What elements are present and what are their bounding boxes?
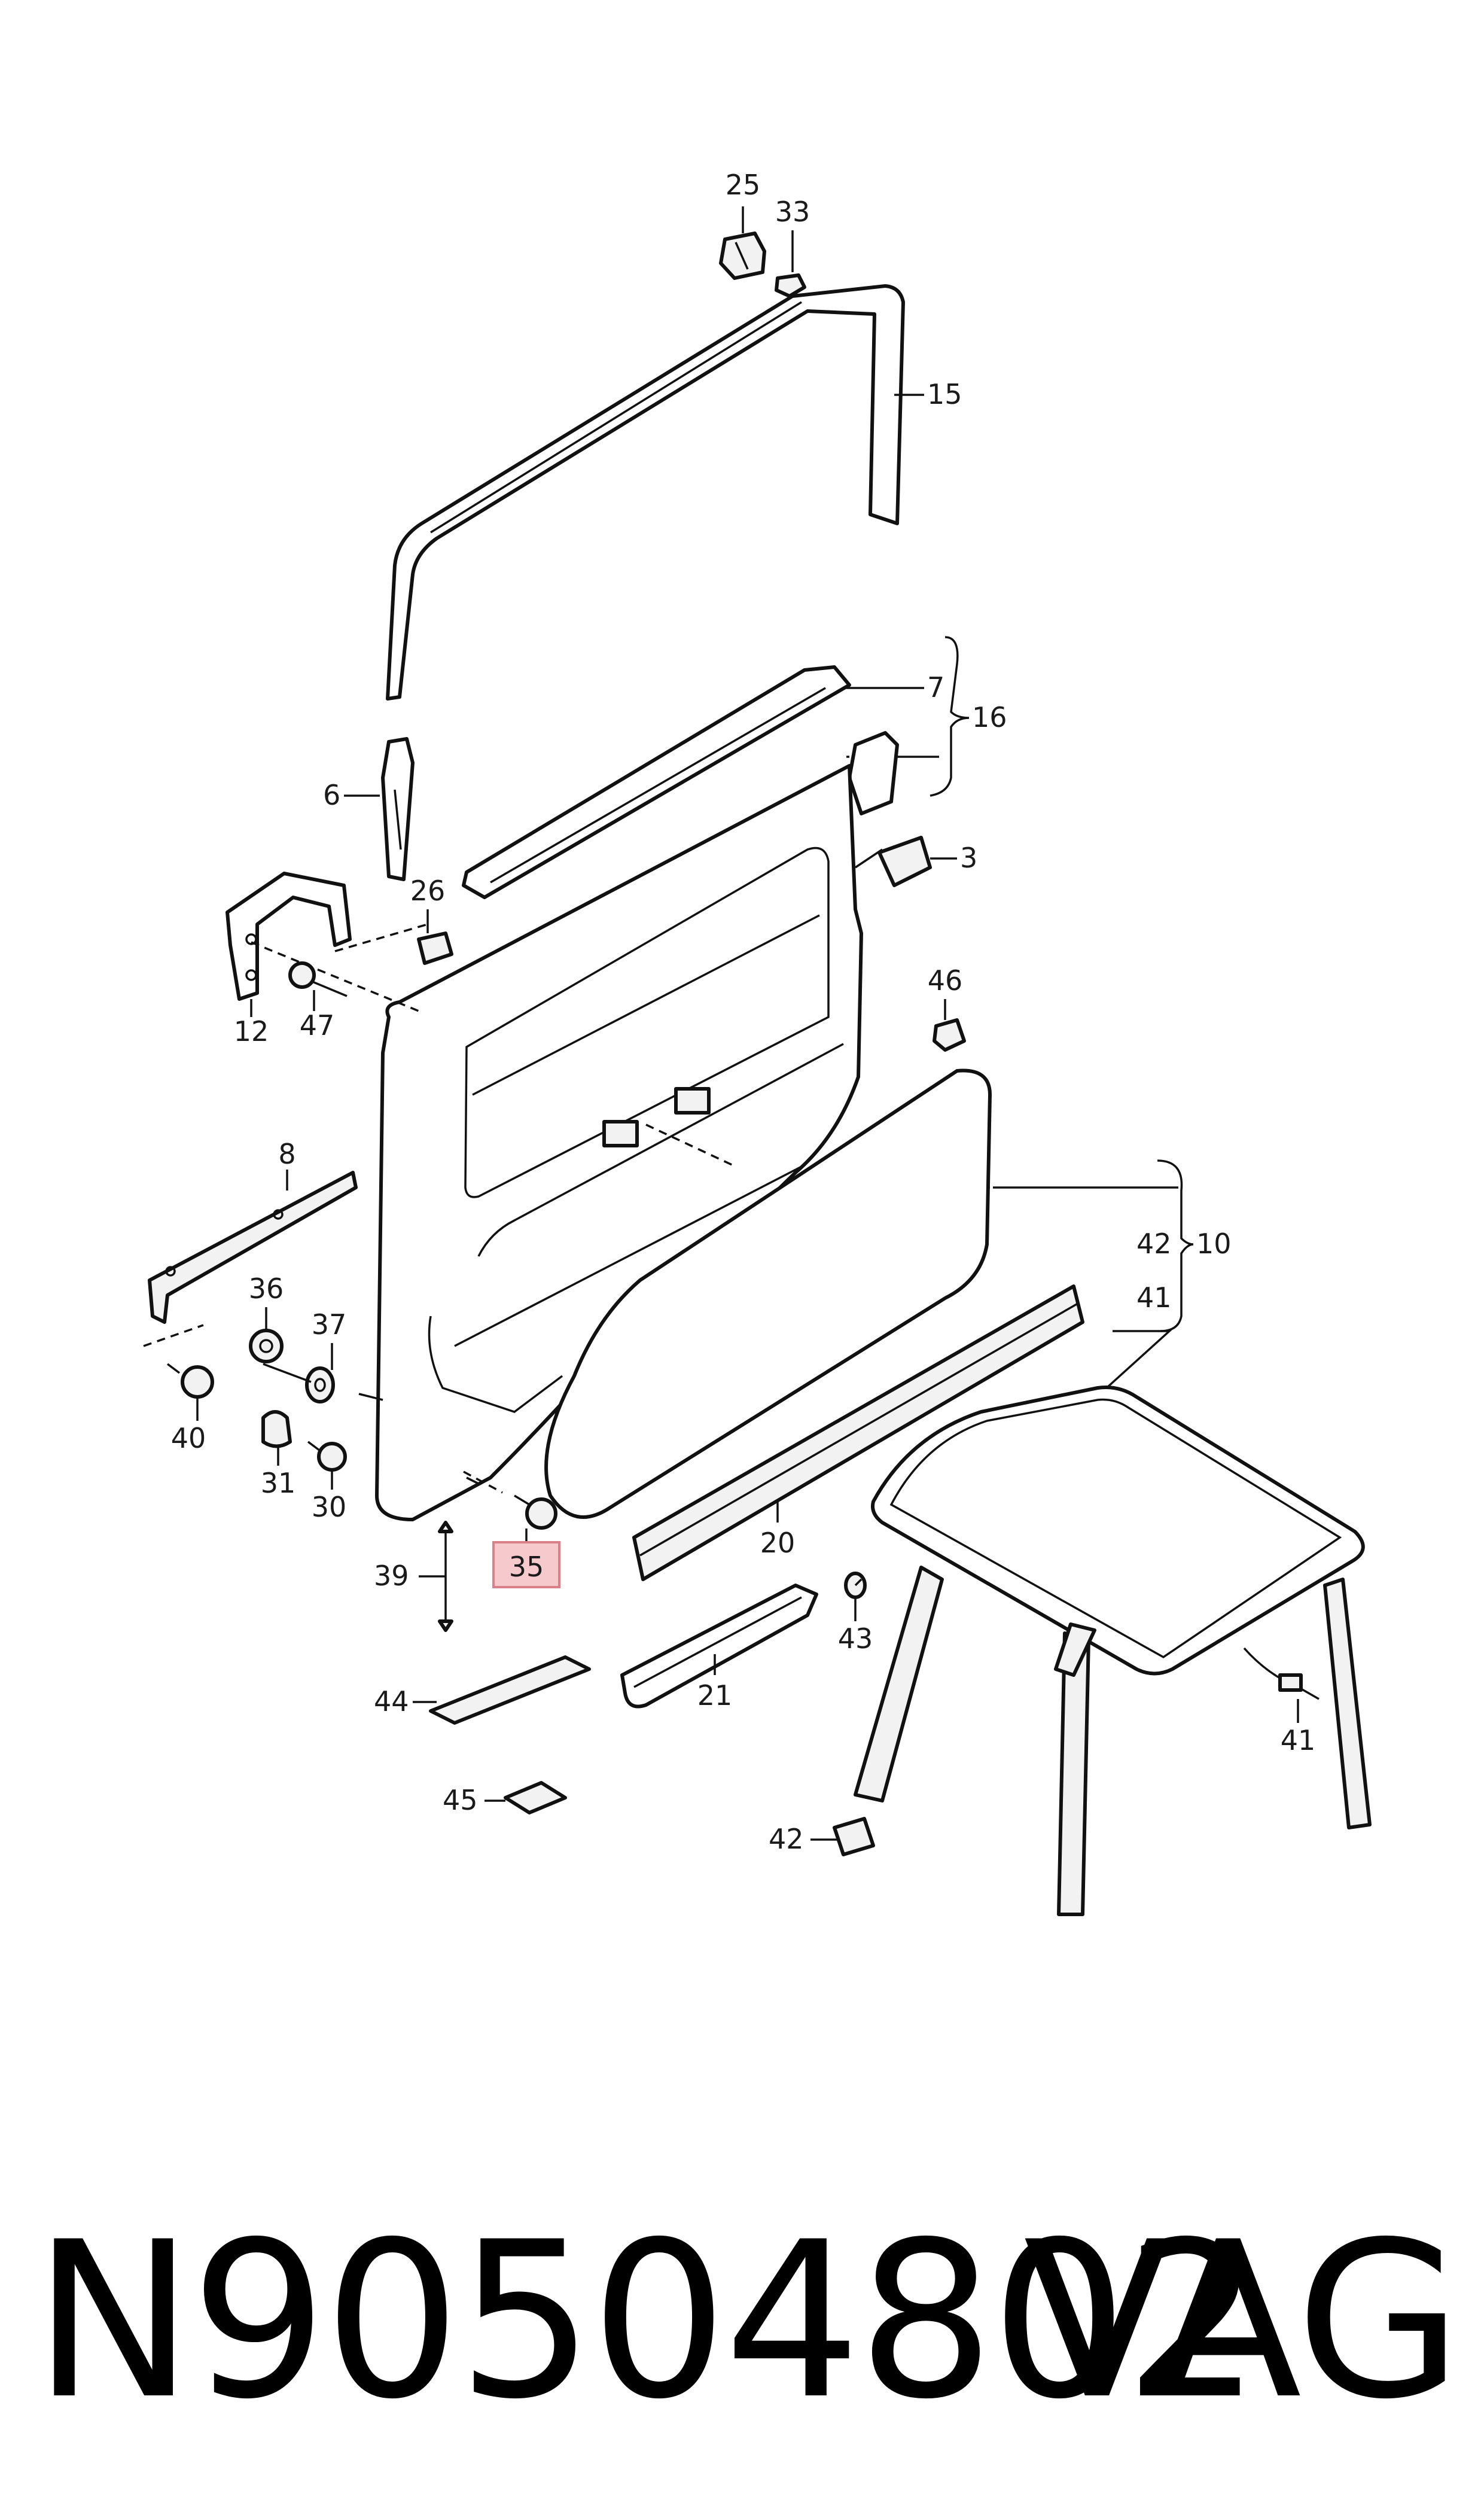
callout-7: 7 [927,671,944,704]
callout-16: 16 [972,701,1007,733]
callout-35: 35 [509,1551,544,1583]
callout-41-bottom: 41 [1281,1724,1316,1756]
callout-10: 10 [1196,1228,1232,1260]
door-trim-panel [375,764,863,1521]
callout-35-highlight [492,1541,560,1588]
callout-30: 30 [312,1491,347,1523]
part-16-cap [848,731,899,815]
callout-26: 26 [410,875,446,907]
part-21-sill-channel [620,1584,818,1709]
callout-labels: 25 33 15 7 16 6 3 26 46 12 47 8 42 10 41… [171,169,1316,1855]
callout-42-top: 42 [1136,1228,1172,1260]
part-40-bolt [166,1363,214,1399]
part-36-nut [249,1329,284,1363]
part-35-screw [466,1476,557,1530]
exploded-parts-diagram: 25 33 15 7 16 6 3 26 46 12 47 8 42 10 41… [143,169,1372,1916]
part-7-upper-strip [462,665,851,899]
callout-33: 33 [775,196,810,228]
part-30-screw [307,1441,347,1472]
part-31-grommet [261,1410,292,1448]
callout-21: 21 [697,1679,733,1712]
callout-36: 36 [249,1272,284,1305]
part-8-rail [148,1171,358,1324]
part-42-bracket [833,1817,875,1856]
callout-46: 46 [928,964,963,997]
part-39-tie [438,1521,453,1632]
part-12-bracket [226,872,352,1001]
callout-45: 45 [443,1784,478,1816]
callout-41-top: 41 [1136,1281,1172,1314]
callout-40: 40 [171,1422,206,1454]
callout-37: 37 [312,1308,347,1341]
part-41-table [854,1386,1372,1916]
callout-31: 31 [261,1467,296,1499]
callout-3: 3 [960,842,977,874]
part-3-cover [877,836,932,887]
leader-lines [143,206,1299,1841]
part-6-pillar-trim [381,737,415,881]
callout-44: 44 [374,1685,409,1718]
part-26-clip [417,931,453,965]
part-15-window-seal [386,284,905,701]
part-10-insert-panel [544,1068,992,1519]
callout-12: 12 [234,1015,269,1048]
part-caption: N90504802 VAG [0,2178,1484,2465]
part-33-clip [775,273,806,298]
part-44-pad [429,1655,591,1725]
callout-15: 15 [927,378,962,410]
part-37-washer [305,1366,335,1403]
part-25-clip [719,232,766,280]
callout-8: 8 [278,1138,295,1170]
part-number: N90504802 [33,2196,1261,2446]
brand-name: VAG [1023,2196,1462,2446]
callout-42-bottom: 42 [769,1823,804,1855]
callout-39: 39 [374,1560,409,1592]
part-46-grommet [933,1018,966,1052]
callout-47: 47 [300,1009,335,1042]
callout-25: 25 [726,169,761,201]
callout-43: 43 [838,1622,873,1655]
part-20-lower-strip [632,1284,1084,1581]
callout-20: 20 [760,1527,796,1559]
part-45-pad [504,1781,567,1814]
part-47-rivet [288,961,348,997]
callout-6: 6 [323,779,340,811]
